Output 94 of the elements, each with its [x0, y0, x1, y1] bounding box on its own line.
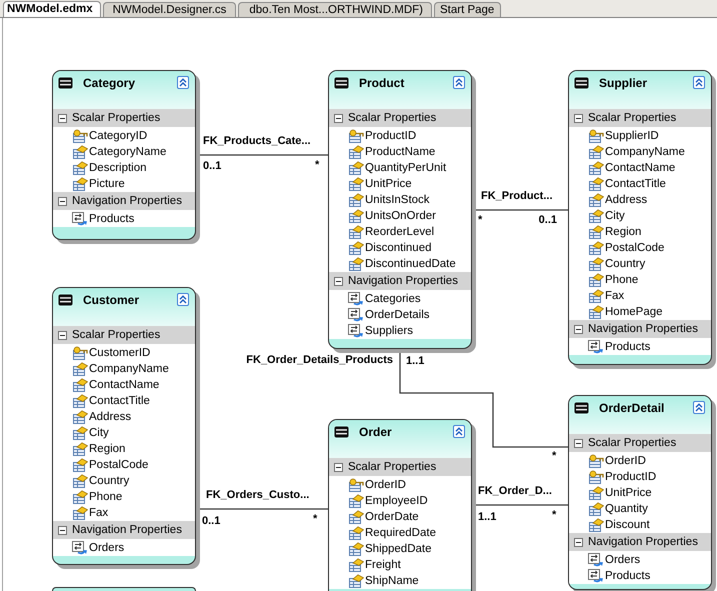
- property-section: [569, 320, 711, 355]
- property-section: [53, 326, 195, 521]
- property-name: PostalCode: [605, 241, 664, 255]
- property-name: CompanyName: [89, 362, 169, 376]
- property-name: Region: [89, 442, 126, 456]
- edge-label: FK_Products_Cate...: [203, 135, 311, 148]
- edge-label: FK_Product...: [481, 190, 553, 203]
- property-name: ContactTitle: [605, 177, 666, 191]
- property-name: Address: [89, 410, 132, 424]
- edge-label: FK_Order_D...: [478, 485, 552, 498]
- property-name: UnitsInStock: [365, 193, 430, 207]
- property-name: OrderDetails: [365, 308, 430, 322]
- property-name: Categories: [365, 292, 421, 306]
- section-title: Navigation Properties: [588, 535, 698, 549]
- property-section: [53, 192, 195, 227]
- property-name: Country: [89, 474, 130, 488]
- property-name: ProductID: [605, 470, 656, 484]
- edge-label: FK_Order_Details_Products: [246, 354, 393, 367]
- property-name: ShipName: [365, 574, 419, 588]
- property-name: Phone: [89, 490, 122, 504]
- property-section: [569, 533, 711, 584]
- property-name: City: [605, 209, 625, 223]
- property-name: RequiredDate: [365, 526, 436, 540]
- property-name: Region: [605, 225, 642, 239]
- property-name: Products: [605, 340, 650, 354]
- entity-title: OrderDetail: [599, 401, 664, 415]
- property-name: SupplierID: [605, 129, 659, 143]
- document-tab: dbo.Ten Most...ORTHWIND.MDF): [238, 2, 432, 17]
- document-tab: Start Page: [434, 2, 502, 17]
- document-tab: NWModel.edmx: [3, 1, 101, 17]
- property-name: Products: [605, 569, 650, 583]
- property-name: ReorderLevel: [365, 225, 434, 239]
- section-title: Scalar Properties: [588, 111, 676, 125]
- property-name: Picture: [89, 177, 125, 191]
- property-name: Phone: [605, 273, 638, 287]
- property-name: UnitsOnOrder: [365, 209, 436, 223]
- property-name: Freight: [365, 558, 401, 572]
- property-name: Suppliers: [365, 324, 413, 338]
- property-section: [53, 521, 195, 556]
- section-title: Scalar Properties: [348, 111, 436, 125]
- section-title: Navigation Properties: [348, 274, 458, 288]
- edge-label: FK_Orders_Custo...: [206, 489, 310, 502]
- property-name: Discount: [605, 518, 650, 532]
- property-name: QuantityPerUnit: [365, 161, 446, 175]
- entity-title: Supplier: [599, 76, 648, 90]
- property-name: Orders: [605, 553, 640, 567]
- entity-title: Category: [83, 76, 136, 90]
- entity-box: [52, 587, 196, 591]
- property-section: [569, 434, 711, 533]
- section-title: Scalar Properties: [348, 460, 436, 474]
- property-section: [569, 109, 711, 320]
- property-name: EmployeeID: [365, 494, 428, 508]
- entity-title: Product: [359, 76, 404, 90]
- property-name: Address: [605, 193, 648, 207]
- property-name: Discontinued: [365, 241, 432, 255]
- document-tab: NWModel.Designer.cs: [102, 2, 236, 17]
- property-section: [329, 109, 471, 272]
- property-name: City: [89, 426, 109, 440]
- property-name: Orders: [89, 541, 124, 555]
- property-name: HomePage: [605, 305, 663, 319]
- property-name: Quantity: [605, 502, 648, 516]
- property-section: [329, 272, 471, 339]
- entity-title: Customer: [83, 293, 140, 307]
- property-name: ContactName: [89, 378, 160, 392]
- property-section: [329, 458, 471, 589]
- property-name: DiscontinuedDate: [365, 257, 456, 271]
- property-name: CustomerID: [89, 346, 150, 360]
- property-name: ContactName: [605, 161, 676, 175]
- entity-title: Order: [359, 425, 392, 439]
- property-name: CompanyName: [605, 145, 685, 159]
- section-title: Navigation Properties: [588, 322, 698, 336]
- property-name: Description: [89, 161, 147, 175]
- property-name: OrderID: [605, 454, 646, 468]
- property-name: PostalCode: [89, 458, 148, 472]
- property-name: Country: [605, 257, 646, 271]
- property-name: ContactTitle: [89, 394, 150, 408]
- property-name: OrderID: [365, 478, 406, 492]
- property-name: Fax: [89, 506, 108, 520]
- property-name: UnitPrice: [365, 177, 412, 191]
- property-name: ProductID: [365, 129, 416, 143]
- section-title: Navigation Properties: [72, 523, 182, 537]
- property-name: CategoryName: [89, 145, 166, 159]
- property-name: ShippedDate: [365, 542, 432, 556]
- section-title: Scalar Properties: [72, 328, 160, 342]
- property-name: CategoryID: [89, 129, 148, 143]
- property-name: UnitPrice: [605, 486, 652, 500]
- property-name: Fax: [605, 289, 624, 303]
- section-title: Scalar Properties: [588, 436, 676, 450]
- property-name: OrderDate: [365, 510, 419, 524]
- property-name: Products: [89, 212, 134, 226]
- property-name: ProductName: [365, 145, 436, 159]
- section-title: Navigation Properties: [72, 194, 182, 208]
- section-title: Scalar Properties: [72, 111, 160, 125]
- property-section: [53, 109, 195, 192]
